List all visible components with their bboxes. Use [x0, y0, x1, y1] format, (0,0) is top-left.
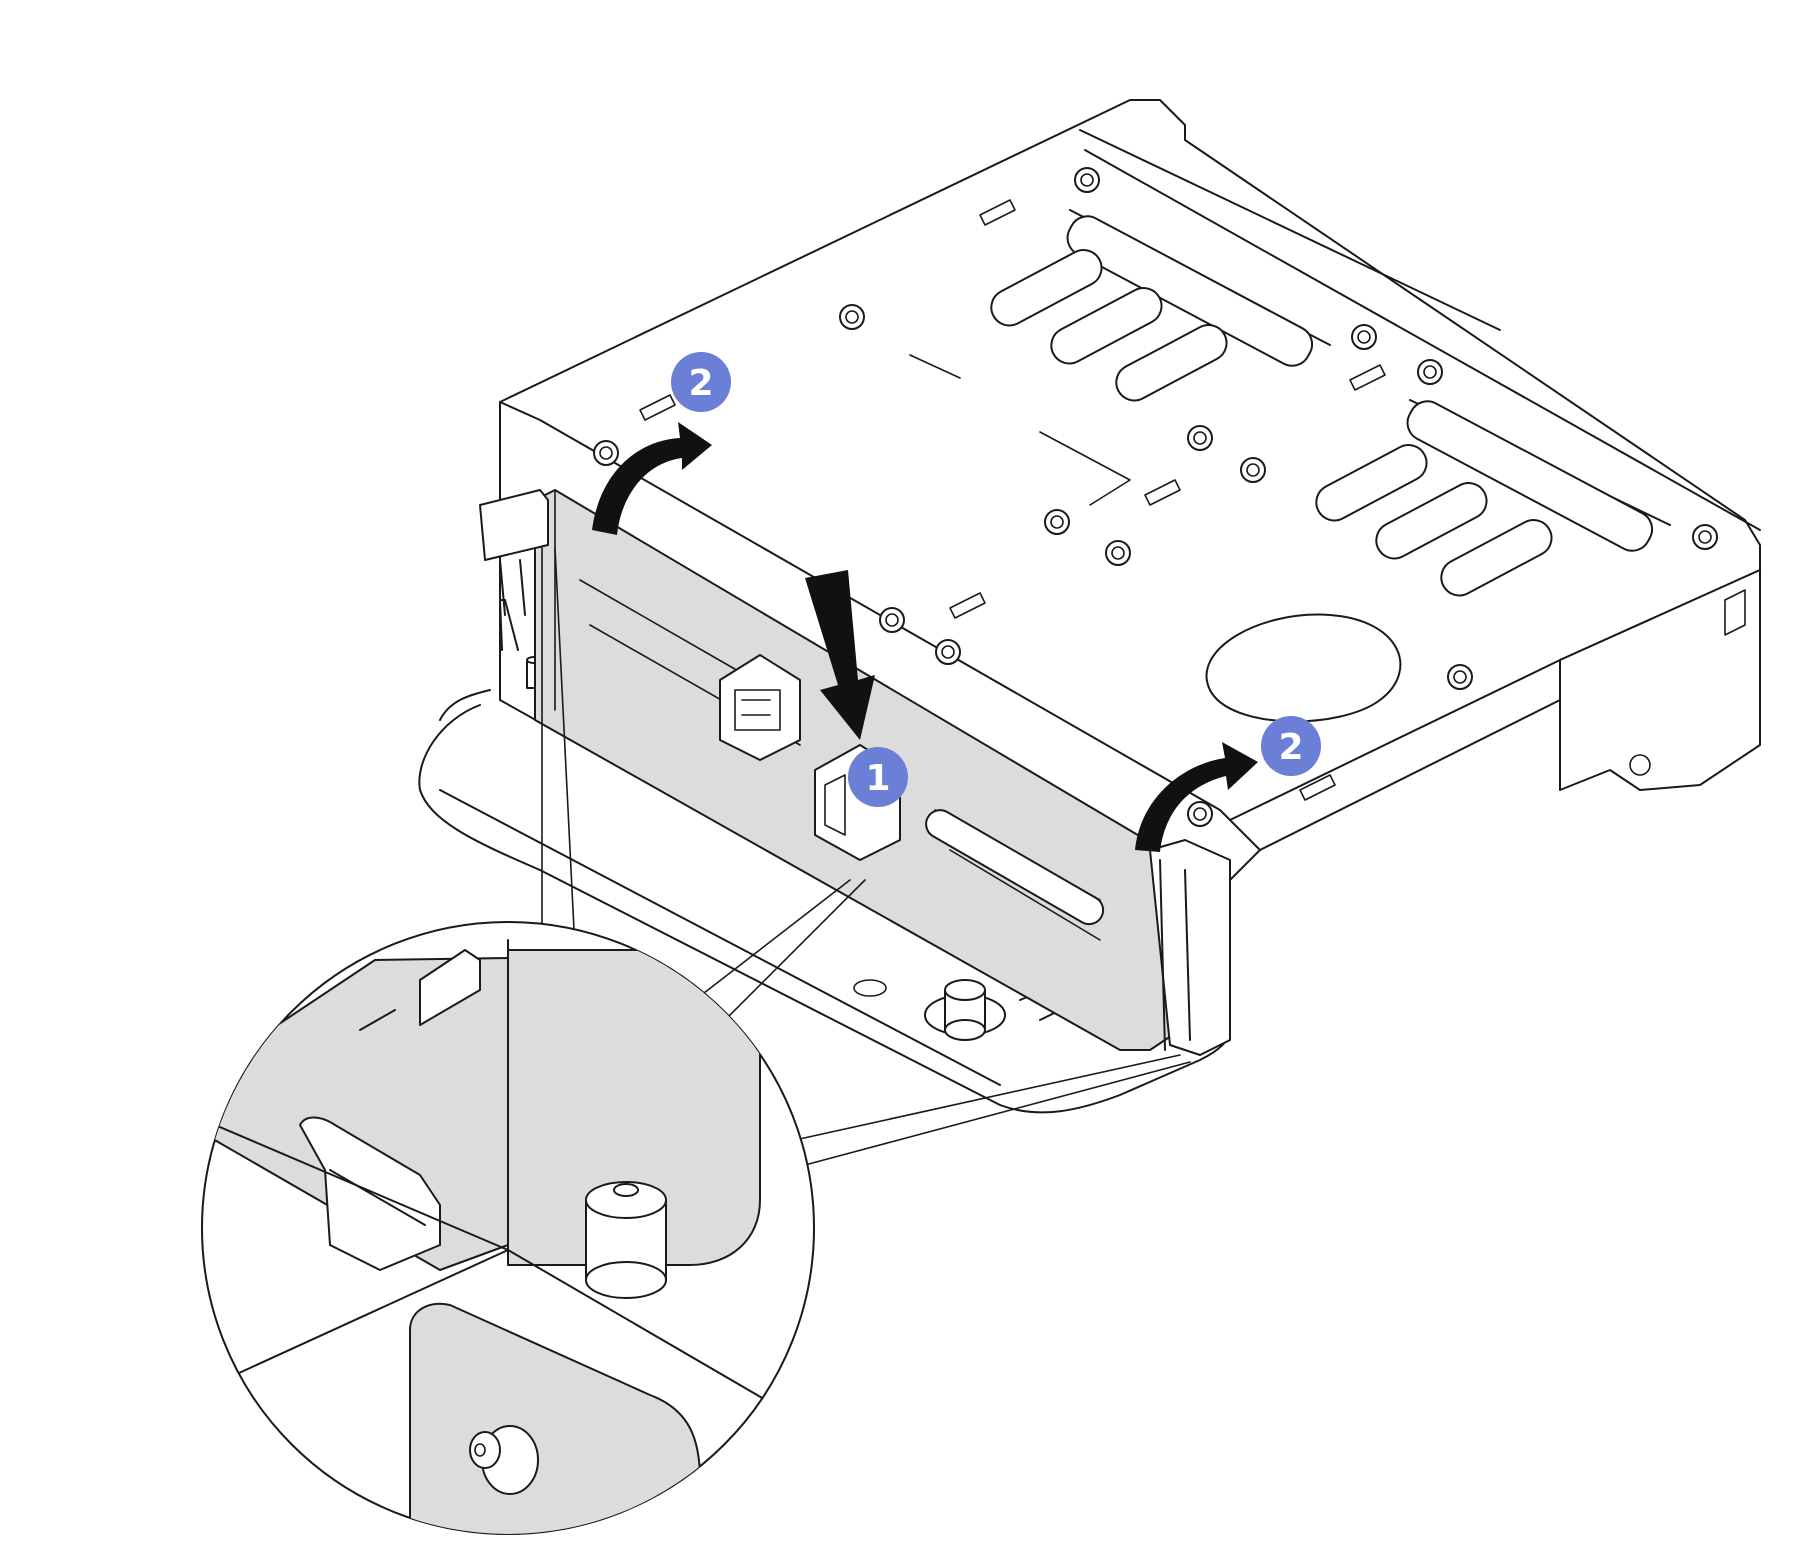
clips — [639, 199, 1386, 801]
cage-marking — [909, 354, 1131, 506]
rivets — [593, 167, 1718, 827]
callout-badge-step-1: 1 — [848, 747, 908, 807]
backplane-connector — [719, 654, 801, 761]
zoom-inset — [201, 921, 815, 1535]
right-latch-bracket — [1149, 839, 1231, 1056]
callout-badge-step-2-left: 2 — [671, 352, 731, 412]
inset-backplane-right — [507, 949, 761, 1266]
rail-slot — [1406, 400, 1654, 552]
rotate-arrow-icon — [592, 422, 712, 535]
rotate-arrow-icon — [1135, 742, 1258, 852]
magnifier-leader-lines — [541, 547, 1191, 1166]
inset-lower-pin — [469, 1425, 539, 1495]
vent-slots — [990, 249, 1553, 597]
callout-badge-icon: 2 — [688, 363, 713, 404]
left-latch-bracket — [479, 489, 549, 616]
chassis-floor-outline — [418, 704, 1231, 1114]
rail-slot — [1066, 215, 1314, 367]
cage-right-wall — [1559, 569, 1761, 791]
floor-hole — [853, 979, 887, 997]
callout-badge-icon: 2 — [1278, 727, 1303, 768]
backplane-slot — [925, 809, 1105, 926]
chassis-floor-inner — [439, 689, 1001, 1086]
cage-right-rail — [1069, 129, 1761, 531]
callout-badge-icon: 1 — [865, 758, 890, 799]
callout-badge-step-2-right: 2 — [1261, 716, 1321, 776]
thumbscrew — [924, 979, 1006, 1041]
down-arrow-icon — [805, 570, 875, 740]
inset-guide-pin — [585, 1181, 667, 1299]
